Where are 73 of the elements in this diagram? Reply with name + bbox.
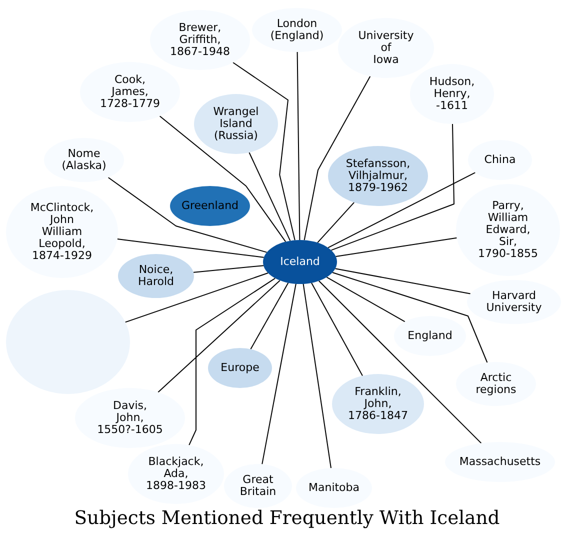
topic-label: Iceland (280, 256, 320, 268)
topic-label: University of Iowa (358, 30, 414, 66)
topic-ellipse (296, 468, 372, 508)
connector-line (124, 272, 268, 323)
topic-ellipse (150, 10, 250, 70)
topic-label: China (484, 154, 516, 166)
topic-ellipse (328, 146, 428, 206)
topic-label: Harvard University (486, 290, 542, 314)
topic-label: Davis, John, 1550?-1605 (96, 400, 164, 436)
topic-label: Stefansson, Vilhjalmur, 1879-1962 (345, 158, 411, 194)
topic-ellipse (394, 316, 466, 356)
connector-line (159, 116, 286, 242)
topic-label: Franklin, John, 1786-1847 (348, 386, 408, 422)
connector-line (116, 238, 264, 258)
topic-label: Noice, Harold (137, 264, 175, 288)
topic-ellipse (456, 184, 560, 276)
connector-line (262, 283, 296, 465)
connector-line (334, 268, 471, 294)
connector-line (232, 62, 296, 241)
topic-ellipse (445, 442, 555, 482)
topic-ellipse (75, 388, 185, 448)
connector-line (302, 283, 332, 469)
topic-ellipse (252, 8, 342, 52)
connector-line (188, 278, 276, 446)
topic-label: Wrangel Island (Russia) (212, 106, 260, 142)
topic-label: Manitoba (308, 482, 360, 494)
topic-ellipse (194, 94, 278, 154)
topic-ellipse (468, 140, 532, 180)
connector-line (317, 202, 355, 244)
connector-line (248, 152, 291, 242)
connector-line (304, 76, 371, 241)
topic-ellipse (332, 374, 424, 434)
connector-line (330, 124, 454, 251)
connector-line (296, 52, 300, 240)
topic-ellipse (44, 138, 124, 182)
topic-ellipse (80, 62, 180, 122)
topic-label: England (407, 330, 453, 342)
topic-ellipse (410, 64, 494, 124)
topic-label: Greenland (180, 200, 240, 212)
topic-label: Europe (220, 362, 260, 374)
connector-line (318, 280, 482, 444)
topic-ellipse (6, 290, 130, 394)
topic-label: Arctic regions (475, 372, 517, 396)
topic-label: London (England) (270, 18, 324, 42)
topic-ellipse (456, 362, 536, 406)
connector-line (335, 237, 458, 257)
topic-label: Brewer, Griffith, 1867-1948 (170, 22, 230, 58)
topic-ellipse (338, 18, 434, 78)
connector-line (326, 276, 406, 322)
topic-label: Hudson, Henry, -1611 (428, 76, 476, 112)
connector-line (250, 282, 289, 350)
topic-label: Parry, William Edward, Sir, 1790-1855 (478, 200, 538, 260)
connector-line (193, 265, 264, 273)
connector-line (311, 282, 363, 376)
topic-ellipse (208, 348, 272, 388)
topic-ellipse (263, 240, 337, 284)
topic-ellipse (128, 444, 224, 504)
connector-line (108, 177, 268, 253)
topic-label: Cook, James, 1728-1779 (100, 74, 160, 110)
topic-ellipse (170, 186, 250, 226)
diagram-title: Subjects Mentioned Frequently With Iceland (74, 508, 500, 530)
connector-line (328, 172, 476, 248)
topic-label: Blackjack, Ada, 1898-1983 (146, 456, 206, 492)
topic-label: Nome (Alaska) (61, 148, 107, 172)
topic-ellipse (224, 464, 292, 508)
connector-line (332, 272, 488, 363)
topic-label: Massachusetts (458, 456, 542, 468)
topic-label: McClintock, John William Leopold, 1874-1929 (30, 202, 94, 262)
topic-ellipse (6, 186, 118, 278)
topic-ellipse (118, 254, 194, 298)
topic-label: Great Britain (239, 474, 277, 498)
topic-ellipse (467, 280, 561, 324)
connector-line (158, 280, 280, 393)
